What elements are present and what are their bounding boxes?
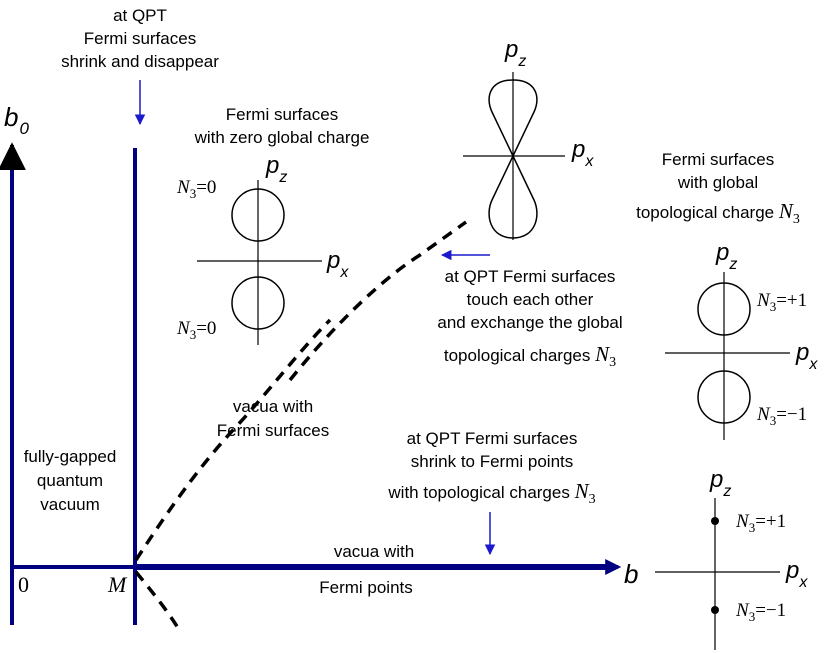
inset2-top-lobe <box>488 79 538 158</box>
touch-annotation: at QPT Fermi surfaces touch each other a… <box>437 249 623 370</box>
shrink-line2: shrink to Fermi points <box>411 452 574 471</box>
inset4-point-plus <box>711 517 719 525</box>
inset3-pz-label: pz <box>715 239 737 273</box>
qpt-top-line3: shrink and disappear <box>61 52 219 71</box>
global-charge-annotation: Fermi surfaces with global topological c… <box>636 150 800 227</box>
vacua-surfaces-line1: vacua with <box>233 397 313 416</box>
touch-line3: and exchange the global <box>437 313 622 332</box>
gapped-line2: quantum <box>37 471 103 490</box>
gapped-line3: vacuum <box>40 495 100 514</box>
touch-line2: touch each other <box>467 290 594 309</box>
touch-line4: topological charges N3 <box>444 342 616 370</box>
global-charge-line1: Fermi surfaces <box>662 150 774 169</box>
vacua-surfaces-label: vacua with Fermi surfaces <box>217 397 329 440</box>
global-charge-line2: with global <box>677 173 758 192</box>
zero-charge-inset: pz px N3=0 N3=0 <box>176 152 349 345</box>
inset4-charge-minus: N3=−1 <box>735 600 786 624</box>
zero-charge-line1: Fermi surfaces <box>226 105 338 124</box>
zero-charge-line2: with zero global charge <box>194 128 370 147</box>
touch-line1: at QPT Fermi surfaces <box>445 267 616 286</box>
vacua-points-line2: Fermi points <box>319 578 413 597</box>
shrink-points-annotation: at QPT Fermi surfaces shrink to Fermi po… <box>387 429 596 556</box>
inset1-charge-top: N3=0 <box>176 177 216 201</box>
inset3-px-label: px <box>795 339 818 373</box>
inset1-pz-label: pz <box>265 152 287 186</box>
qpt-top-line2: Fermi surfaces <box>84 29 196 48</box>
b0-label: b0 <box>4 102 29 138</box>
axis-labels: b0 b 0 M <box>4 102 638 597</box>
inset3-top-surface <box>697 282 751 336</box>
origin-label: 0 <box>18 572 29 597</box>
global-charge-inset: pz px N3=+1 N3=−1 <box>665 239 818 440</box>
inset1-bottom-surface <box>231 276 285 330</box>
inset4-px-label: px <box>785 557 808 591</box>
main-axes <box>0 142 622 625</box>
qpt-top-line1: at QPT <box>113 6 167 25</box>
gapped-vacuum-label: fully-gapped quantum vacuum <box>24 447 117 514</box>
inset3-charge-minus: N3=−1 <box>756 404 807 428</box>
point-m-label: M <box>107 572 128 597</box>
inset2-px-label: px <box>571 136 594 170</box>
phase-boundary <box>134 220 468 629</box>
dashed-boundary-top <box>288 220 468 382</box>
inset2-pz-label: pz <box>504 36 526 70</box>
gapped-line1: fully-gapped <box>24 447 117 466</box>
shrink-line3: with topological charges N3 <box>387 479 595 507</box>
inset1-px-label: px <box>326 247 349 281</box>
touching-inset: pz px <box>463 36 594 240</box>
vacua-surfaces-line2: Fermi surfaces <box>217 421 329 440</box>
inset3-charge-plus: N3=+1 <box>756 290 807 314</box>
zero-charge-annotation: Fermi surfaces with zero global charge <box>194 105 370 147</box>
dashed-boundary-upper <box>134 318 332 561</box>
inset3-bottom-surface <box>697 370 751 424</box>
qpt-top-annotation: at QPT Fermi surfaces shrink and disappe… <box>61 6 219 126</box>
inset1-charge-bottom: N3=0 <box>176 318 216 342</box>
vacua-points-line1: vacua with <box>334 542 414 561</box>
b-label: b <box>624 559 638 589</box>
inset1-top-surface <box>231 188 285 242</box>
fermi-points-inset: pz px N3=+1 N3=−1 <box>655 466 808 650</box>
vacua-points-label: vacua with Fermi points <box>319 542 414 597</box>
global-charge-line3: topological charge N3 <box>636 199 800 227</box>
dashed-boundary-lower <box>134 570 180 629</box>
inset4-pz-label: pz <box>709 466 731 500</box>
inset4-charge-plus: N3=+1 <box>735 511 786 535</box>
shrink-line1: at QPT Fermi surfaces <box>407 429 578 448</box>
inset4-point-minus <box>711 606 719 614</box>
inset2-bottom-lobe <box>488 154 538 239</box>
